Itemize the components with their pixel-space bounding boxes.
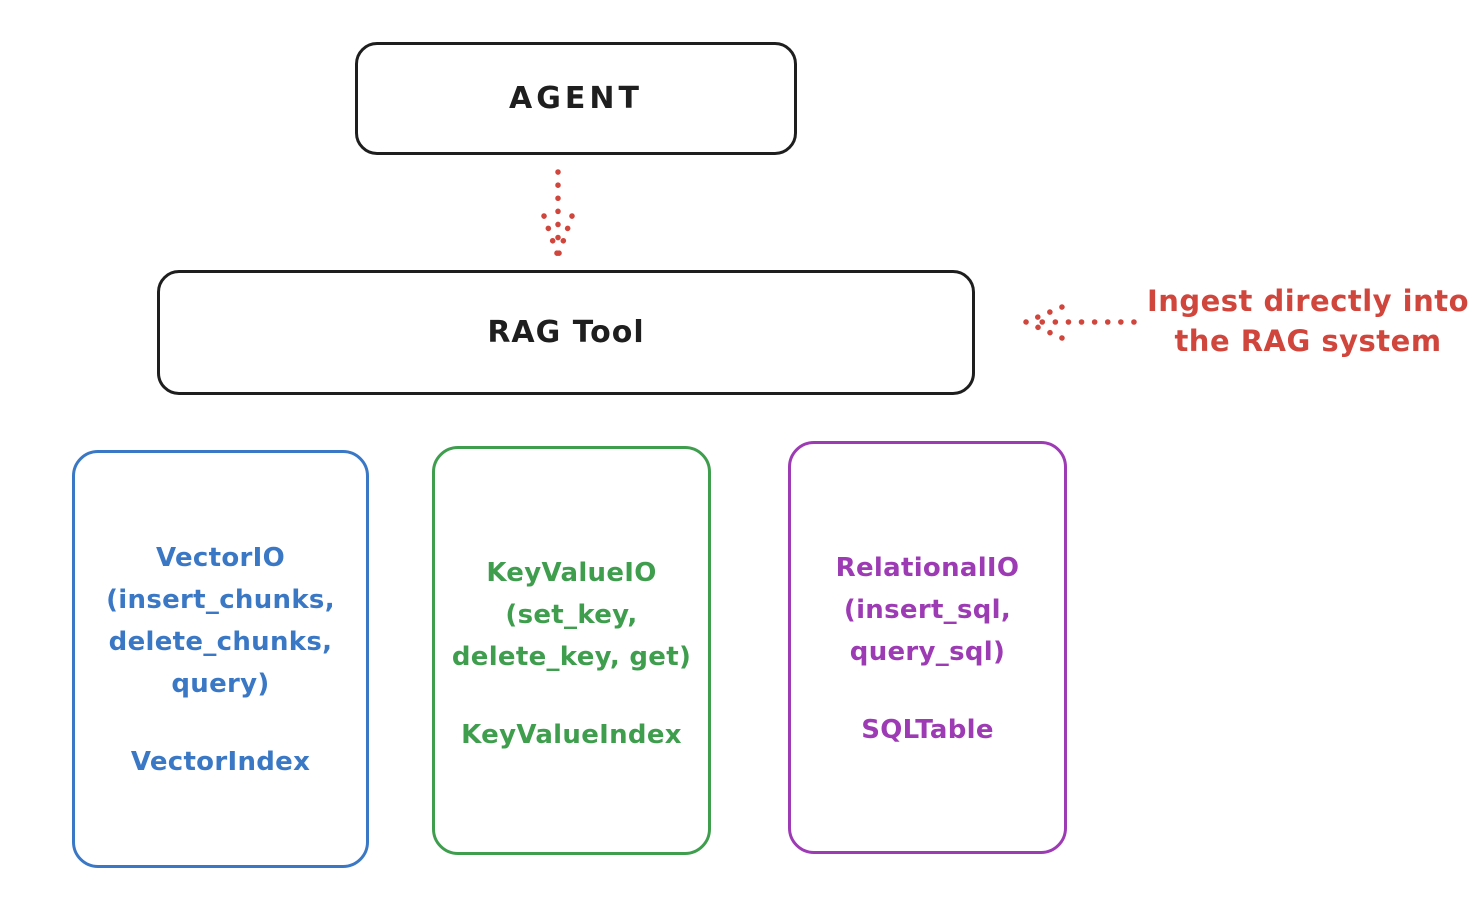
rag-tool-node: RAG Tool: [157, 270, 975, 395]
rag-tool-label: RAG Tool: [487, 315, 645, 350]
relational-io-card: RelationalIO (insert_sql, query_sql) SQL…: [788, 441, 1067, 854]
ingest-annotation-line-2: the RAG system: [1174, 324, 1442, 358]
agent-label: AGENT: [509, 81, 643, 116]
card-line: RelationalIO: [835, 553, 1020, 583]
ingest-annotation-line-1: Ingest directly into: [1146, 284, 1470, 318]
card-line: VectorIO: [155, 543, 286, 573]
keyvalue-index-label: KeyValueIndex: [461, 720, 682, 750]
agent-to-ragtool-dotted-arrow-icon: [541, 169, 575, 259]
card-line: delete_key, get): [451, 642, 692, 672]
relational-io-text: RelationalIO (insert_sql, query_sql): [836, 547, 1020, 673]
card-line: (set_key,: [505, 600, 638, 630]
vector-index-label: VectorIndex: [130, 747, 311, 777]
sql-table-label: SQLTable: [861, 715, 994, 745]
card-line: KeyValueIO: [486, 558, 657, 588]
card-line: query_sql): [849, 637, 1006, 667]
ingest-dotted-arrow-left-icon: [1023, 304, 1137, 341]
card-line: (insert_sql,: [843, 595, 1012, 625]
card-line: delete_chunks,: [108, 627, 333, 657]
keyvalue-io-card: KeyValueIO (set_key, delete_key, get) Ke…: [432, 446, 711, 855]
vector-io-card: VectorIO (insert_chunks, delete_chunks, …: [72, 450, 369, 868]
vector-io-text: VectorIO (insert_chunks, delete_chunks, …: [106, 537, 335, 705]
card-line: query): [171, 669, 270, 699]
agent-node: AGENT: [355, 42, 797, 155]
ingest-annotation: Ingest directly into the RAG system: [1138, 281, 1478, 361]
keyvalue-io-text: KeyValueIO (set_key, delete_key, get): [452, 552, 691, 678]
card-line: (insert_chunks,: [106, 585, 335, 615]
